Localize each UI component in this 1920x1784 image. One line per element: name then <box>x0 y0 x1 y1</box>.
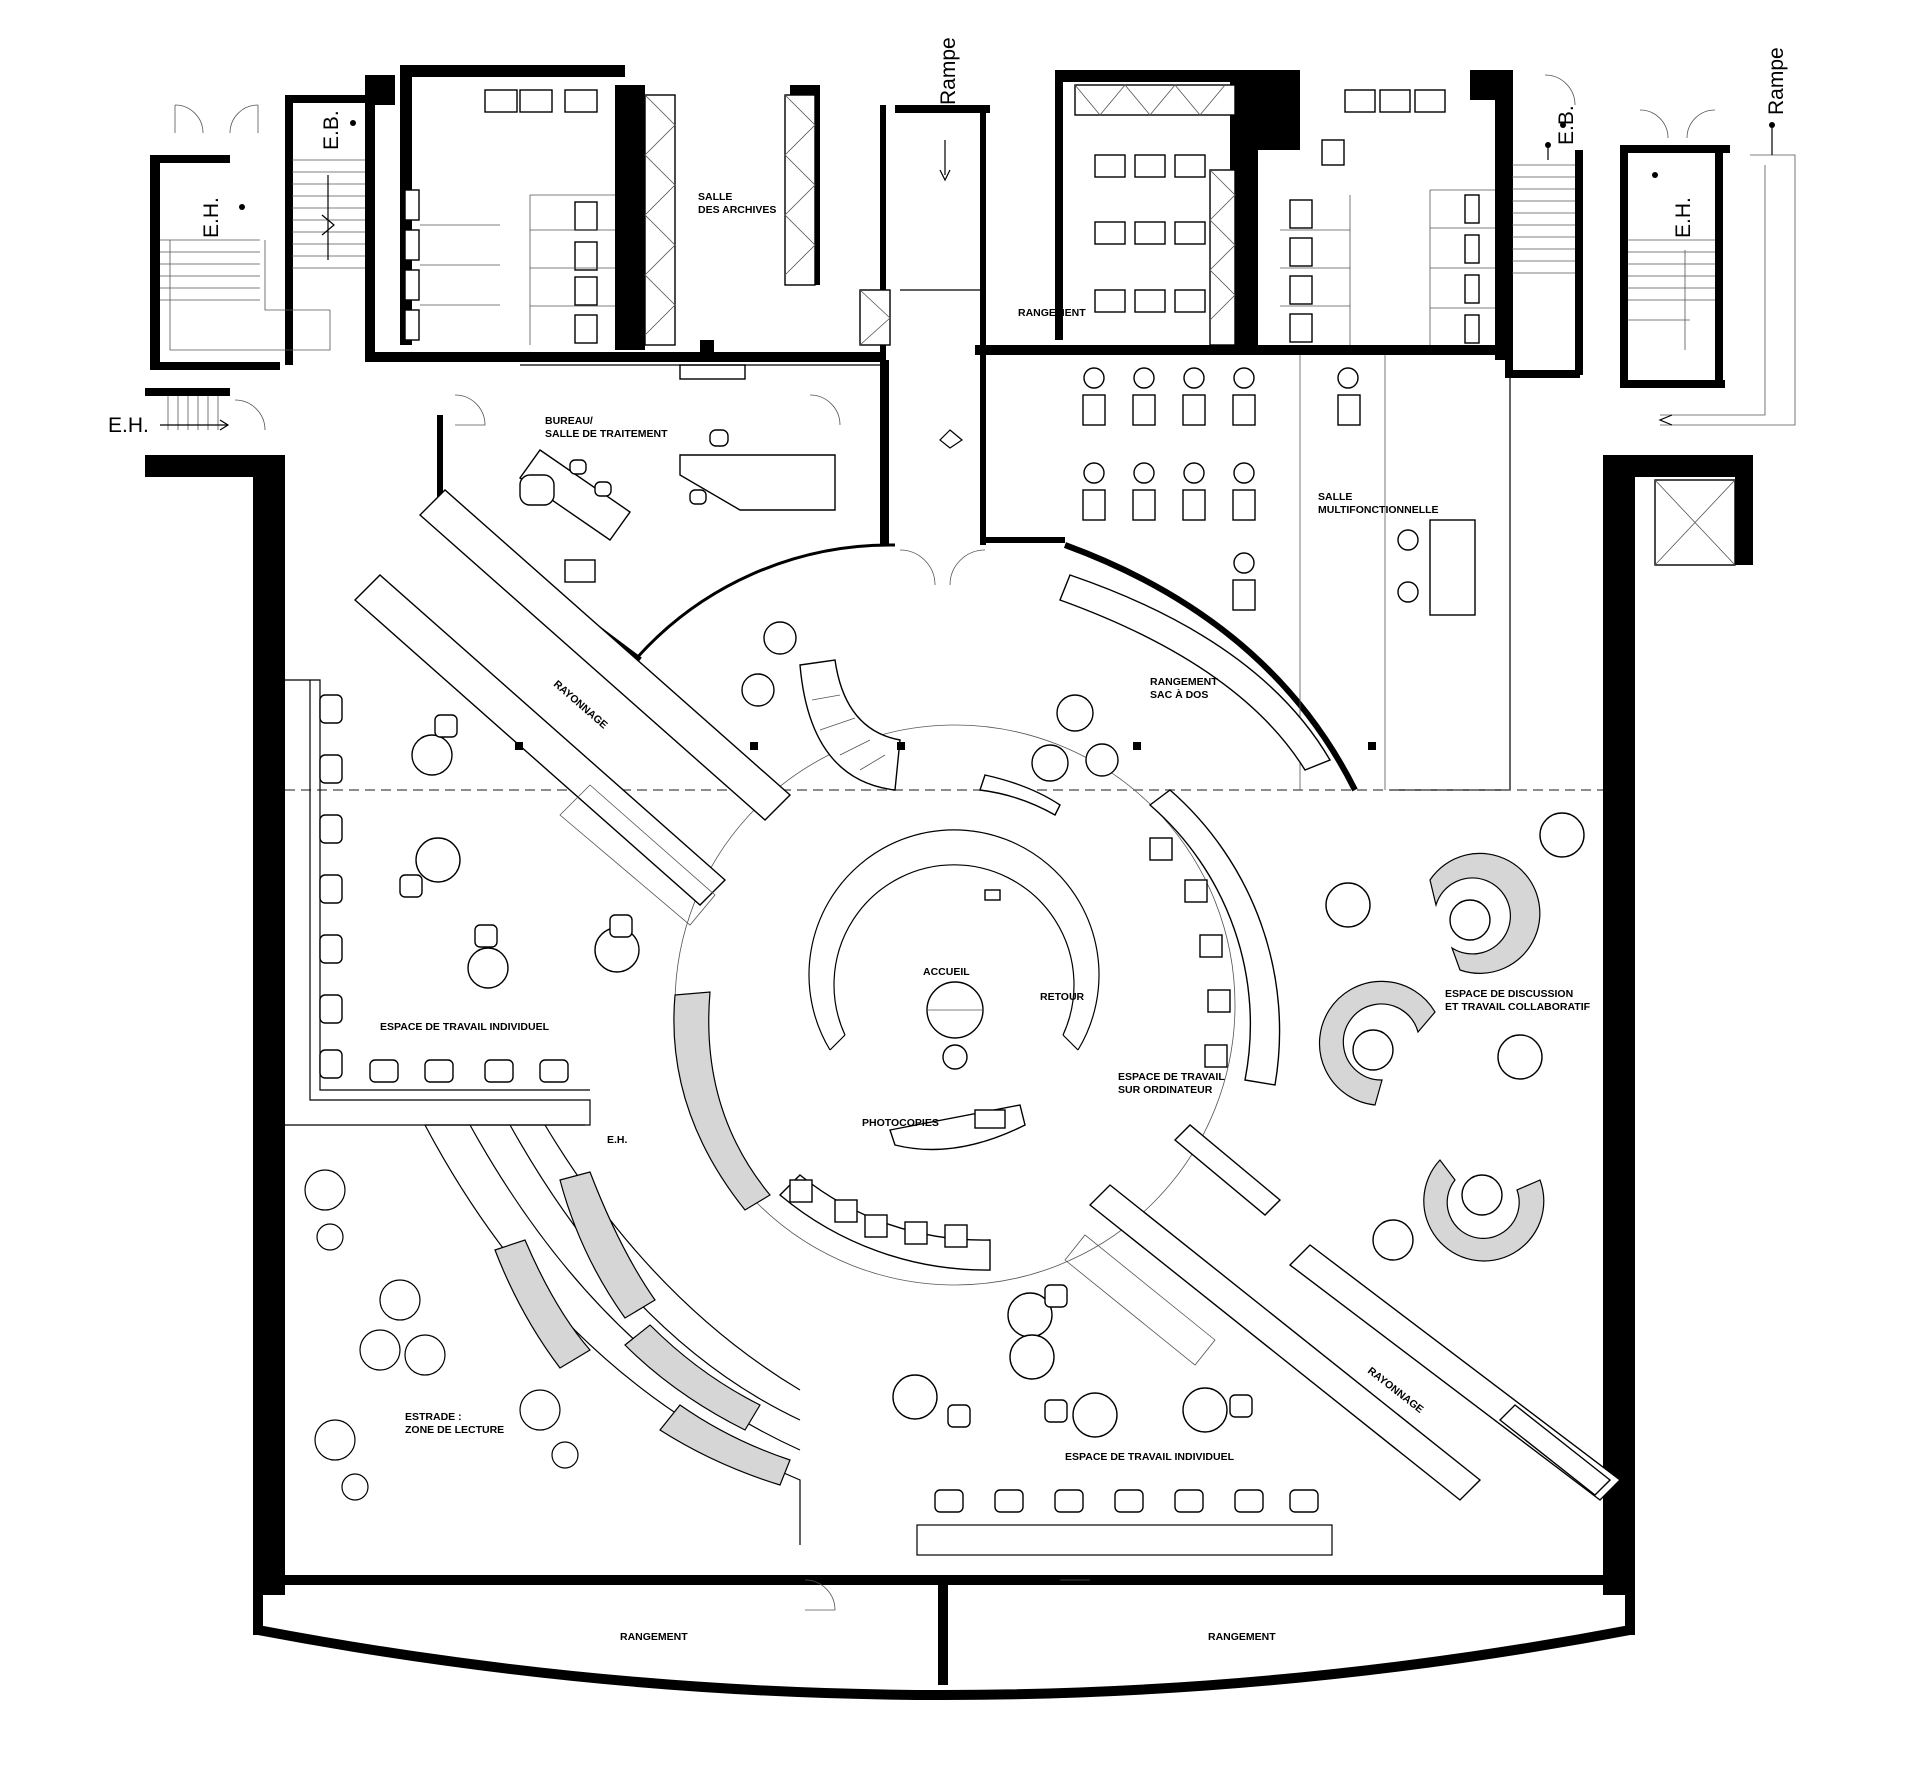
reading-stage: ESTRADE : ZONE DE LECTURE E.H. <box>304 1124 801 1545</box>
stair-left <box>145 95 365 431</box>
bottom-storage: RANGEMENT RANGEMENT <box>620 1579 1276 1643</box>
discussion-label-2: ET TRAVAIL COLLABORATIF <box>1445 1001 1591 1013</box>
archives-label-1: SALLE <box>698 191 732 203</box>
rampe-right-label: Rampe <box>1765 47 1788 115</box>
individuel-left-label: ESPACE DE TRAVAIL INDIVIDUEL <box>380 1021 550 1033</box>
rangement-br-label: RANGEMENT <box>1208 1631 1276 1643</box>
exterior-walls <box>145 65 1753 1700</box>
restroom-right <box>1280 89 1495 345</box>
restroom-left <box>404 89 615 345</box>
multi-label-1: SALLE <box>1318 491 1352 503</box>
individual-workspace-left: ESPACE DE TRAVAIL INDIVIDUEL <box>285 679 640 1126</box>
eh-right-label: E.H. <box>1672 197 1695 238</box>
sac-label-2: SAC À DOS <box>1150 688 1208 701</box>
backpack-storage: RANGEMENT SAC À DOS <box>979 574 1376 816</box>
archives-room: SALLE DES ARCHIVES <box>644 94 891 356</box>
individual-workspace-right: ESPACE DE TRAVAIL INDIVIDUEL <box>892 1284 1333 1556</box>
sac-label-1: RANGEMENT <box>1150 676 1218 688</box>
multipurpose-room: SALLE MULTIFONCTIONNELLE <box>985 355 1736 792</box>
curved-bench-left <box>673 991 771 1211</box>
individuel-right-label: ESPACE DE TRAVAIL INDIVIDUEL <box>1065 1451 1235 1463</box>
central-ramp: Rampe <box>895 37 990 586</box>
eh-side-label: E.H. <box>108 414 149 437</box>
accueil-label: ACCUEIL <box>923 966 970 978</box>
eb-left-label: E.B. <box>320 110 343 150</box>
computer-workstations: ESPACE DE TRAVAIL SUR ORDINATEUR <box>778 789 1281 1271</box>
rayonnage-left-label: RAYONNAGE <box>551 678 610 731</box>
rampe-center-label: Rampe <box>937 37 960 105</box>
photocopies-label: PHOTOCOPIES <box>862 1117 939 1129</box>
bureau-label-2: SALLE DE TRAITEMENT <box>545 428 668 440</box>
archives-label-2: DES ARCHIVES <box>698 204 776 216</box>
rotunda: ACCUEIL RETOUR PHOTOCOPIES <box>285 543 1603 1286</box>
estrade-label-1: ESTRADE : <box>405 1411 462 1423</box>
multi-label-2: MULTIFONCTIONNELLE <box>1318 504 1439 516</box>
classroom-top: RANGEMENT <box>1018 84 1236 346</box>
rotunda-seating <box>741 621 1119 1380</box>
eb-right-label: E.B. <box>1555 105 1578 145</box>
ordinateur-label-1: ESPACE DE TRAVAIL <box>1118 1071 1225 1083</box>
eh-left-label: E.H. <box>200 197 223 238</box>
shelving-right: RAYONNAGE <box>1064 1124 1622 1501</box>
discussion-label-1: ESPACE DE DISCUSSION <box>1445 988 1573 1000</box>
collaborative-area: ESPACE DE DISCUSSION ET TRAVAIL COLLABOR… <box>1318 812 1591 1262</box>
office-room: BUREAU/ SALLE DE TRAITEMENT <box>437 360 889 663</box>
rangement-top-label: RANGEMENT <box>1018 307 1086 319</box>
retour-label: RETOUR <box>1040 991 1085 1003</box>
bureau-label-1: BUREAU/ <box>545 415 593 427</box>
stair-right <box>1505 70 1796 426</box>
estrade-label-2: ZONE DE LECTURE <box>405 1424 504 1436</box>
rangement-bl-label: RANGEMENT <box>620 1631 688 1643</box>
ordinateur-label-2: SUR ORDINATEUR <box>1118 1084 1213 1096</box>
eh-small-label: E.H. <box>607 1134 628 1146</box>
